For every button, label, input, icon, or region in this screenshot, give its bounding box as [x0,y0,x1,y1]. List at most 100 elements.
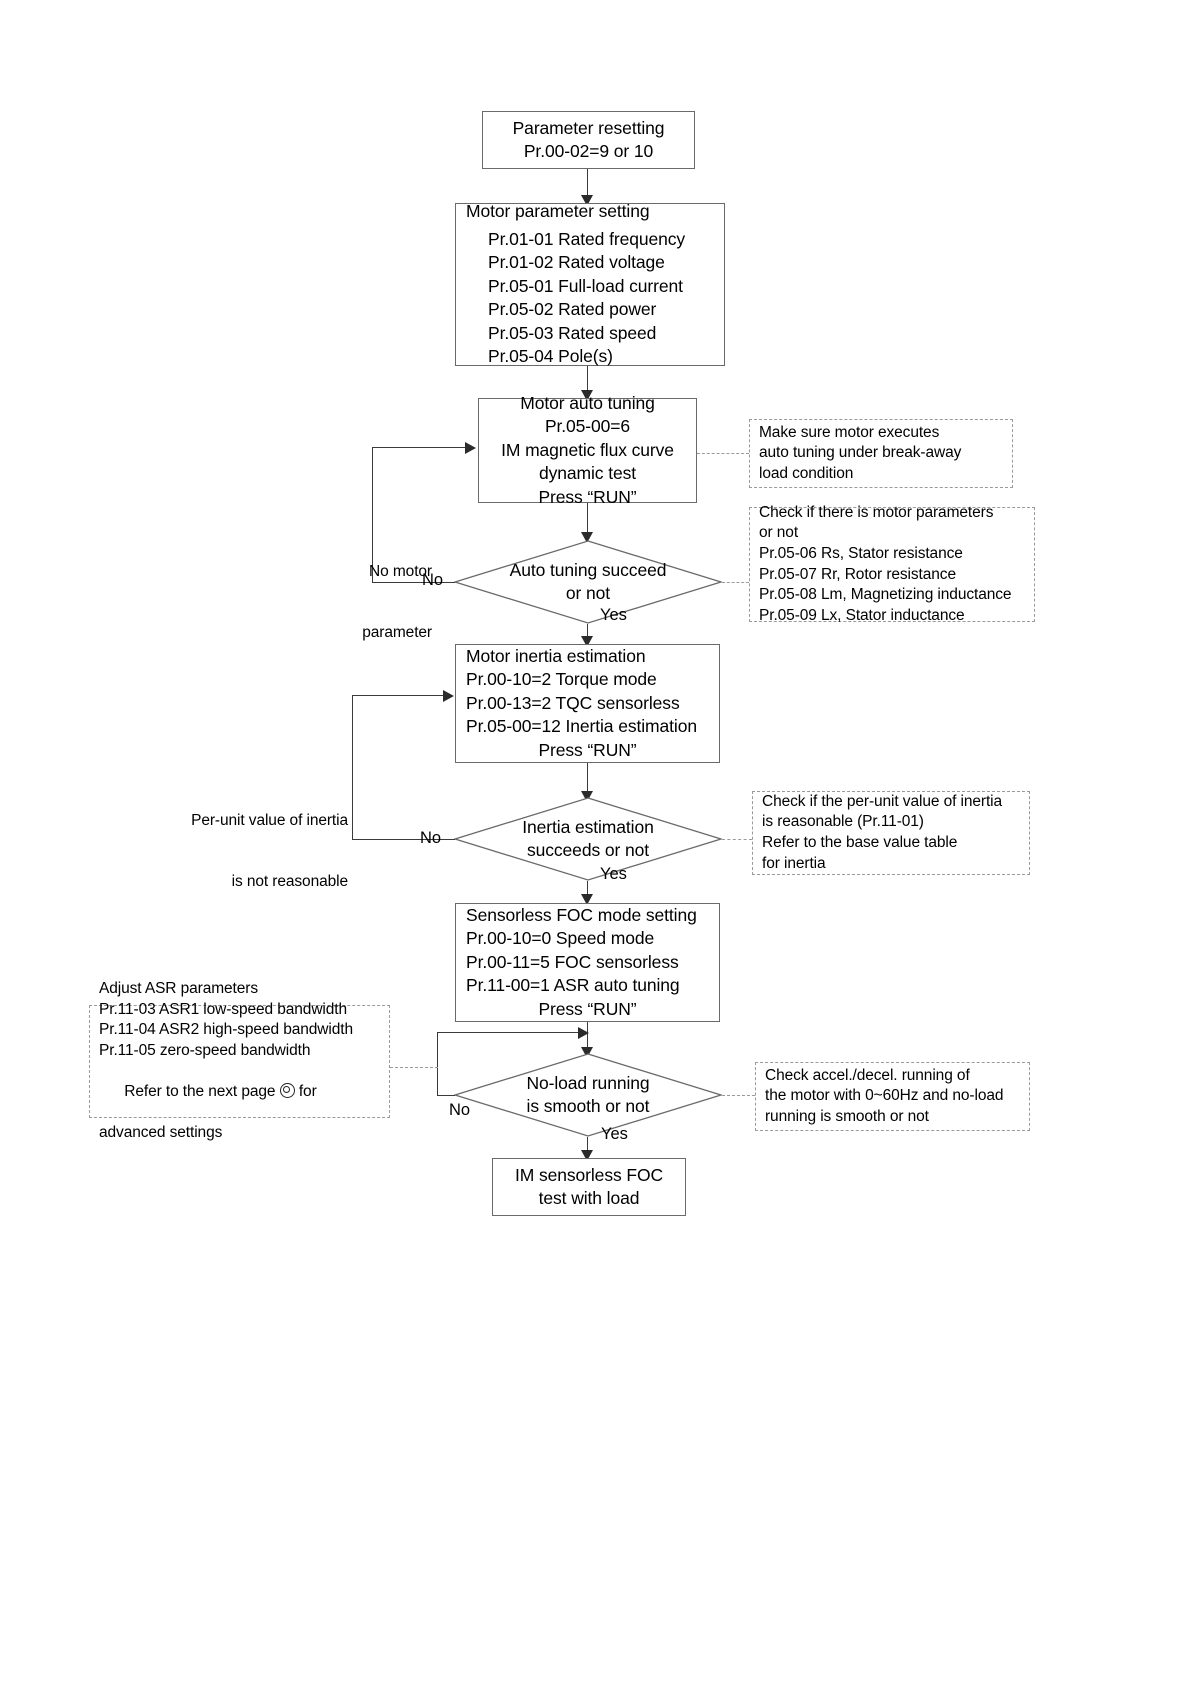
loop-label-per-unit-not-reasonable: Per-unit value of inertia is not reasona… [190,770,348,934]
loop2-segment-top [352,695,444,697]
node-line: Pr.00-10=2 Torque mode [466,669,657,690]
node-line: Pr.05-04 Pole(s) [488,346,613,367]
edge-label-yes-2: Yes [600,865,627,883]
node-motor-inertia-estimation: Motor inertia estimation Pr.00-10=2 Torq… [455,644,720,763]
node-heading: Motor parameter setting [466,201,650,222]
arrow-down-icon [581,1047,593,1058]
node-line: Pr.00-11=5 FOC sensorless [466,951,679,972]
node-line: Pr.05-01 Full-load current [488,275,683,296]
arrow-down-icon [581,894,593,905]
arrow-down-icon [581,195,593,206]
note-line: or not [759,524,799,542]
dashed-link-asr-note-to-loop3 [390,1067,438,1068]
edge-label-no-2: No [420,829,442,847]
dashed-link-decision3-note [722,1095,755,1096]
diamond-shape [454,540,722,624]
node-line: Motor inertia estimation [466,645,646,666]
note-line: load condition [759,464,854,482]
edge-label-no-1: No [422,571,444,589]
node-line: Pr.01-01 Rated frequency [488,228,686,249]
node-line: IM magnetic flux curve [501,439,674,460]
note-check-motor-parameters: Check if there is motor parameters or no… [749,504,1035,624]
arrow-down-icon [581,636,593,647]
note-line: Pr.05-06 Rs, Stator resistance [759,544,963,562]
note-line: the motor with 0~60Hz and no-load [765,1087,1004,1105]
edge-label-yes-1: Yes [600,606,627,624]
diamond-shape [454,797,722,881]
node-line: Press “RUN” [538,486,637,507]
decision-line: Inertia estimation [522,816,654,837]
note-line: for inertia [762,854,826,872]
loop1-segment-vertical [372,447,374,583]
note-check-accel-decel: Check accel./decel. running of the motor… [755,1062,1030,1131]
node-line: test with load [538,1188,640,1208]
edge-label-yes-3: Yes [601,1125,628,1143]
decision-line: succeeds or not [526,840,650,860]
loop3-segment-bottom [437,1095,455,1097]
decision-line: is smooth or not [526,1096,650,1116]
note-line: auto tuning under break-away [759,444,962,462]
note-line: Pr.11-03 ASR1 low-speed bandwidth [99,1000,348,1018]
node-line: Pr.00-13=2 TQC sensorless [466,692,680,713]
note-line: Pr.11-04 ASR2 high-speed bandwidth [99,1021,353,1039]
arrow-right-icon [465,442,476,454]
node-line: Pr.11-00=1 ASR auto tuning [466,975,680,996]
diamond-shape [454,1053,722,1137]
note-line: Pr.05-07 Rr, Rotor resistance [759,565,956,583]
node-im-sensorless-foc-test: IM sensorless FOC test with load [492,1158,686,1216]
loop-label-line: parameter [362,624,432,642]
note-line: Check if the per-unit value of inertia [762,792,1003,810]
node-line: Pr.00-10=0 Speed mode [466,928,655,949]
dashed-link-autotuning-note [697,453,749,454]
node-line: Motor auto tuning [520,392,655,413]
node-line: Sensorless FOC mode setting [466,904,697,925]
arrow-down-icon [581,532,593,543]
note-line: Pr.05-08 Lm, Magnetizing inductance [759,586,1012,604]
node-line: Pr.00-02=9 or 10 [523,141,654,161]
connector-autotuning-to-decision1 [587,503,589,539]
note-line: Check accel./decel. running of [765,1066,970,1084]
node-motor-auto-tuning: Motor auto tuning Pr.05-00=6 IM magnetic… [478,393,697,507]
node-line: Parameter resetting [512,117,665,138]
edge-label-no-3: No [449,1101,471,1119]
note-footer-line: Refer to the next page for [99,1062,380,1124]
connector-resetting-to-motor-params [587,169,589,200]
note-footer-text-before: Refer to the next page [124,1083,280,1101]
note-line: Refer to the base value table [762,834,958,851]
node-line: Pr.01-02 Rated voltage [488,252,665,273]
loop-label-line: No motor [369,562,432,580]
loop2-segment-bottom [352,839,455,841]
arrow-right-icon [443,690,454,702]
note-check-per-unit-inertia: Check if the per-unit value of inertia i… [752,791,1030,875]
node-motor-parameter-setting: Motor parameter setting Pr.01-01 Rated f… [455,201,725,367]
loop1-segment-bottom [372,582,455,584]
connector-inertia-to-decision2 [587,763,589,799]
arrow-down-icon [581,390,593,401]
note-line: Adjust ASR parameters [99,980,259,998]
loop3-segment-vertical [437,1032,439,1096]
node-line: Pr.05-00=6 [544,416,631,437]
node-line: dynamic test [538,463,637,484]
node-line: Pr.05-00=12 Inertia estimation [466,716,697,737]
decision-auto-tuning-succeed: Auto tuning succeed or not [454,540,722,624]
node-line: Pr.05-03 Rated speed [488,322,657,343]
note-line: Make sure motor executes [759,423,940,441]
note-line: running is smooth or not [765,1107,929,1125]
node-line: Press “RUN” [538,739,637,760]
decision-line: Auto tuning succeed [509,559,667,580]
decision-no-load-running-smooth: No-load running is smooth or not [454,1053,722,1137]
note-break-away-load: Make sure motor executes auto tuning und… [749,419,1013,488]
node-line: IM sensorless FOC [514,1164,664,1185]
decision-line: No-load running [526,1072,650,1093]
loop3-segment-top [437,1032,580,1034]
node-line: Pr.05-02 Rated power [488,299,657,320]
dashed-link-decision2-note [722,839,752,840]
loop1-segment-top [372,447,466,449]
loop-label-line: Per-unit value of inertia [191,811,348,829]
dashed-link-decision1-note [722,582,749,583]
loop-label-no-motor-parameter: No motor parameter [322,521,432,685]
note-adjust-asr-parameters: Adjust ASR parameters Pr.11-03 ASR1 low-… [89,980,390,1141]
connector-motor-params-to-auto-tuning [587,366,589,396]
loop-label-line: is not reasonable [231,873,348,891]
